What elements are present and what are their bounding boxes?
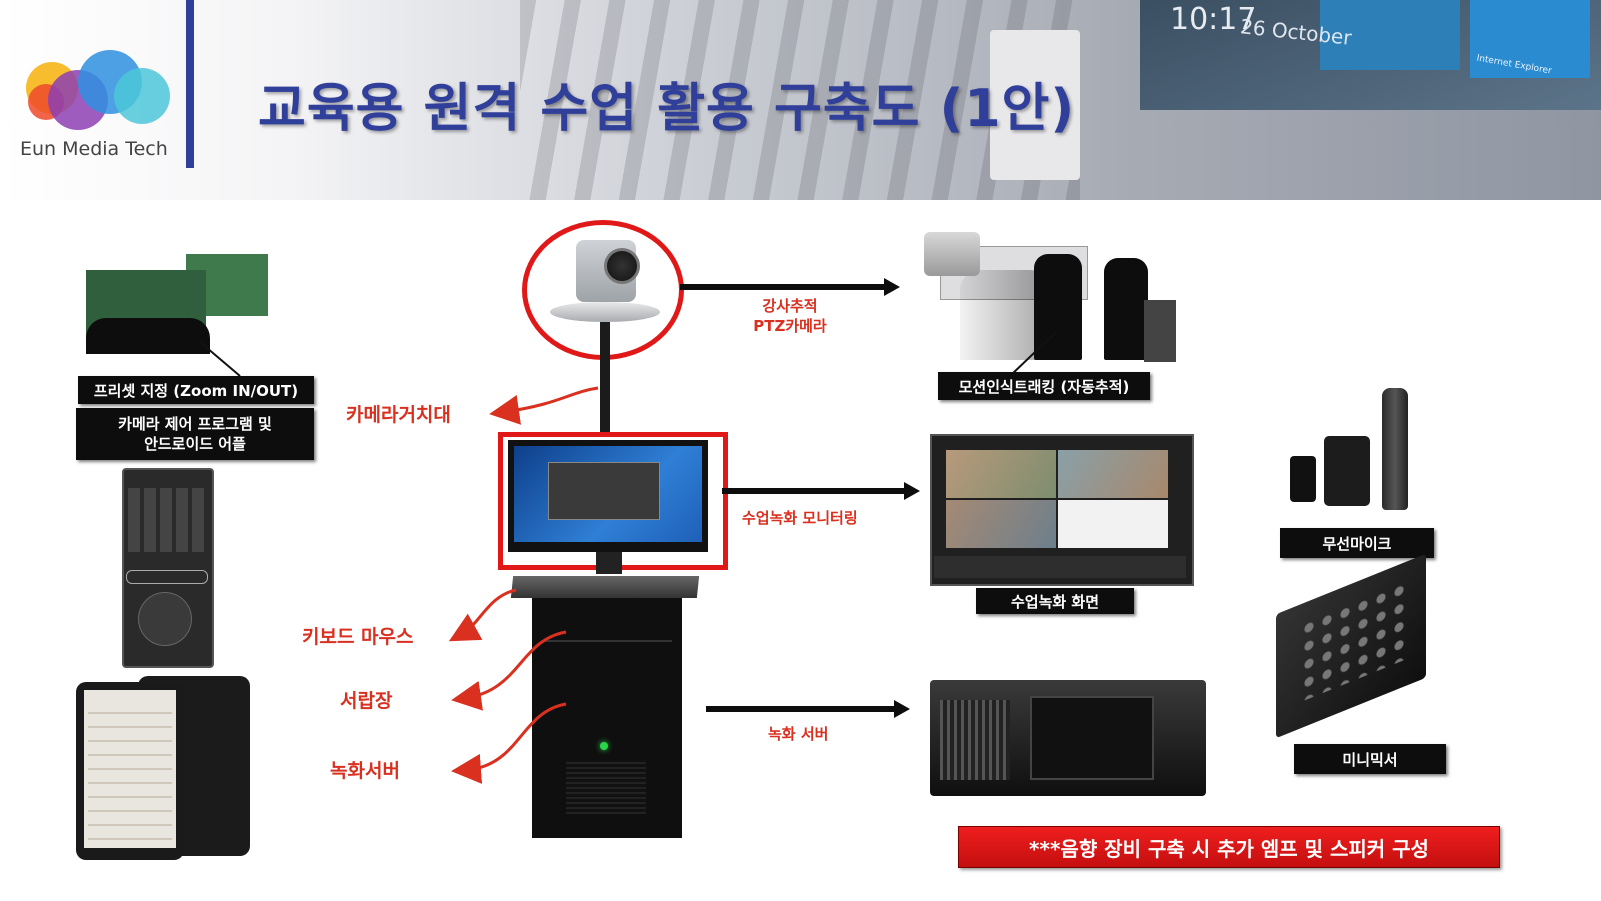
recording-view-thumbnail [946,500,1056,548]
server-callout-arrow [466,704,566,770]
server-grille [940,700,1010,780]
mount-callout-arrow [504,388,598,412]
keyboard-callout-arrow [462,590,516,634]
recording-toolbar [934,556,1186,578]
drawer-callout-arrow [466,632,566,698]
ptz-arrow-head-icon [884,278,900,296]
wireless-mic-label: 무선마이크 [1280,528,1434,558]
camera-mount-label: 카메라거치대 [346,400,451,427]
monitoring-arrow-line [722,488,906,494]
drawer-label: 서랍장 [340,686,392,713]
monitoring-arrow-label: 수업녹화 모니터링 [742,508,858,528]
ptz-arrow-line [680,284,886,290]
tracking-camera-photo [924,232,980,276]
lavalier-mic-photo [1290,456,1316,502]
presenter-silhouette-icon [1104,258,1148,360]
server-arrow-head-icon [894,700,910,718]
mini-mixer-label: 미니믹서 [1294,744,1446,774]
ptz-arrow-label-line1: 강사추적 [744,296,836,316]
monitoring-arrow-head-icon [904,482,920,500]
bodypack-transmitter-photo [1324,436,1370,506]
server-front-panel [1030,696,1154,780]
server-arrow-label: 녹화 서버 [768,724,828,744]
ptz-arrow-label-line2: PTZ카메라 [744,316,836,336]
recording-slides-thumbnail [1058,500,1168,548]
ptz-arrow-label: 강사추적 PTZ카메라 [744,296,836,336]
record-server-label: 녹화서버 [330,756,400,783]
handheld-mic-photo [1382,388,1408,510]
recording-view-thumbnail [946,450,1056,498]
server-arrow-line [706,706,896,712]
keyboard-mouse-label: 키보드 마우스 [302,622,414,649]
recording-view-thumbnail [1058,450,1168,498]
tracking-pc-photo [1144,300,1176,362]
motion-tracking-label: 모션인식트래킹 (자동추적) [938,372,1150,400]
audio-note-banner: ***음향 장비 구축 시 추가 엠프 및 스피커 구성 [958,826,1500,868]
recording-screen-label: 수업녹화 화면 [976,588,1134,614]
